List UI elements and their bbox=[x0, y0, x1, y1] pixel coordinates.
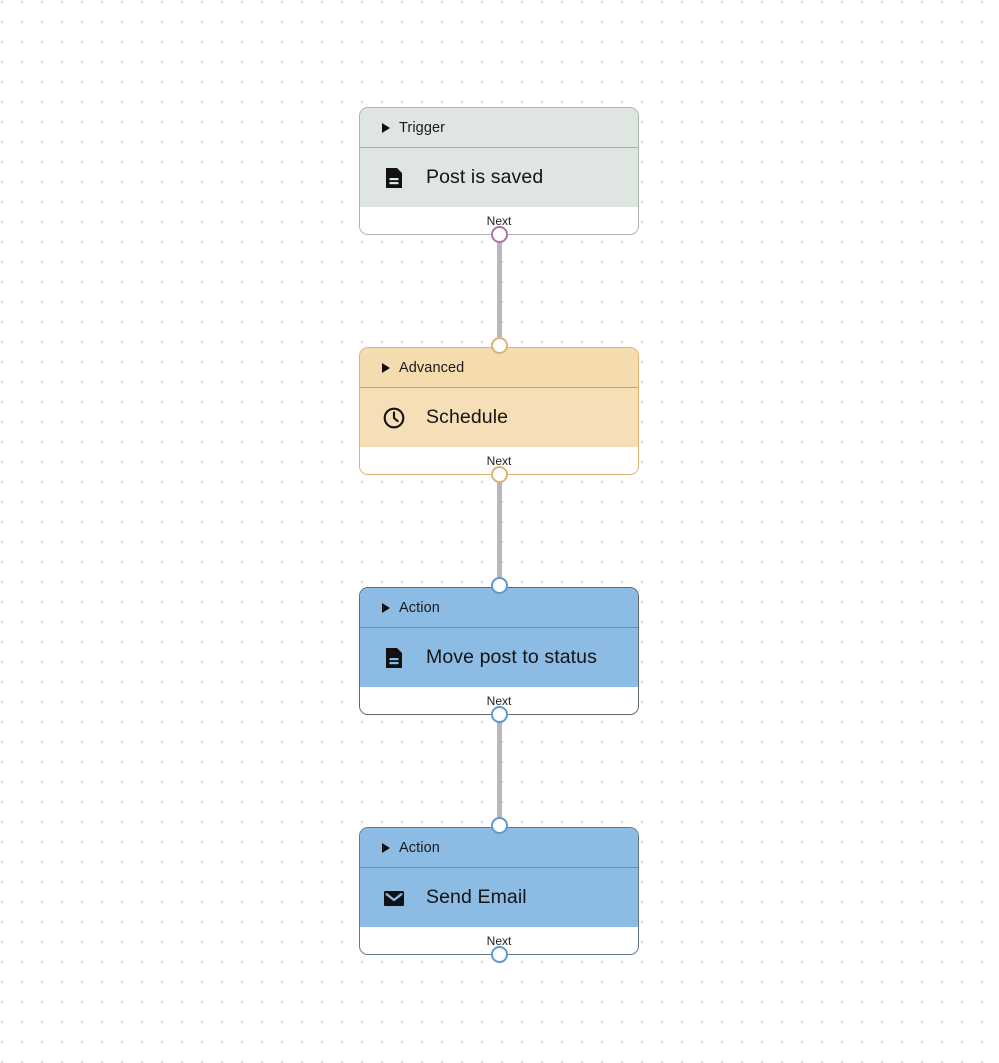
node-title: Send Email bbox=[426, 886, 527, 908]
node-category-label: Action bbox=[399, 599, 440, 616]
node-header-advanced[interactable]: Advanced bbox=[360, 348, 638, 388]
node-body-action-move-post[interactable]: Move post to status bbox=[360, 628, 638, 687]
input-port-action-move-post[interactable] bbox=[491, 577, 508, 594]
node-title: Schedule bbox=[426, 406, 509, 428]
input-port-action-send-email[interactable] bbox=[491, 817, 508, 834]
disclosure-triangle-icon[interactable] bbox=[382, 122, 390, 133]
node-body-advanced[interactable]: Schedule bbox=[360, 388, 638, 447]
node-header-action-move-post[interactable]: Action bbox=[360, 588, 638, 628]
disclosure-triangle-icon[interactable] bbox=[382, 602, 390, 613]
next-label: Next bbox=[486, 453, 512, 468]
document-icon bbox=[382, 646, 406, 670]
workflow-node-action-send-email[interactable]: Action Send Email Next bbox=[359, 827, 639, 955]
workflow-node-advanced[interactable]: Advanced Schedule Next bbox=[359, 347, 639, 475]
next-label: Next bbox=[486, 213, 512, 228]
edge-advanced-to-action1[interactable] bbox=[497, 474, 502, 586]
node-body-trigger[interactable]: Post is saved bbox=[360, 148, 638, 207]
node-category-label: Trigger bbox=[399, 119, 446, 136]
node-title: Post is saved bbox=[426, 166, 544, 188]
workflow-node-action-move-post[interactable]: Action Move post to status Next bbox=[359, 587, 639, 715]
output-port-action-send-email[interactable] bbox=[491, 946, 508, 963]
disclosure-triangle-icon[interactable] bbox=[382, 842, 390, 853]
edge-action1-to-action2[interactable] bbox=[497, 714, 502, 826]
edge-trigger-to-advanced[interactable] bbox=[497, 234, 502, 346]
node-header-trigger[interactable]: Trigger bbox=[360, 108, 638, 148]
next-label: Next bbox=[486, 933, 512, 948]
disclosure-triangle-icon[interactable] bbox=[382, 362, 390, 373]
node-category-label: Action bbox=[399, 839, 440, 856]
workflow-node-trigger[interactable]: Trigger Post is saved Next bbox=[359, 107, 639, 235]
input-port-advanced[interactable] bbox=[491, 337, 508, 354]
output-port-trigger[interactable] bbox=[491, 226, 508, 243]
node-header-action-send-email[interactable]: Action bbox=[360, 828, 638, 868]
node-body-action-send-email[interactable]: Send Email bbox=[360, 868, 638, 927]
node-category-label: Advanced bbox=[399, 359, 465, 376]
document-icon bbox=[382, 166, 406, 190]
envelope-icon bbox=[382, 886, 406, 910]
clock-icon bbox=[382, 406, 406, 430]
next-label: Next bbox=[486, 693, 512, 708]
node-title: Move post to status bbox=[426, 646, 597, 668]
output-port-action-move-post[interactable] bbox=[491, 706, 508, 723]
output-port-advanced[interactable] bbox=[491, 466, 508, 483]
